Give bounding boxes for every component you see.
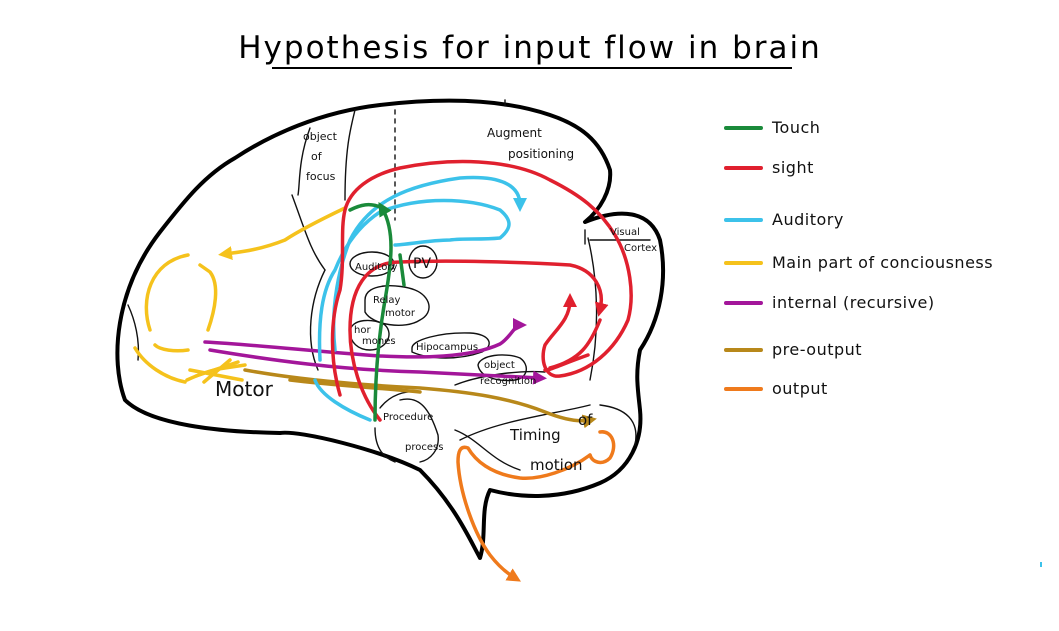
label-object-of-focus: object of focus	[303, 130, 340, 183]
legend-label: pre-output	[772, 340, 862, 359]
legend-item-sight: sight	[724, 158, 814, 177]
legend-label: Touch	[771, 118, 820, 137]
legend-label: Auditory	[772, 210, 844, 229]
path-auditory	[313, 175, 527, 422]
path-main-consciousness	[133, 206, 347, 384]
legend-item-touch: Touch	[724, 118, 820, 137]
label-object-recognition: object recognition	[480, 360, 536, 387]
label-pv: PV	[413, 256, 431, 272]
brain-outline	[115, 98, 666, 560]
region-labels: object of focus Augment positioning Visu…	[215, 126, 657, 474]
diagram-title: Hypothesis for input flow in brain	[238, 30, 822, 66]
legend-item-pre-output: pre-output	[724, 340, 862, 359]
legend-label: output	[772, 379, 828, 398]
legend-label: internal (recursive)	[772, 293, 935, 312]
label-hormones: hor mones	[354, 325, 396, 347]
path-touch	[348, 201, 406, 422]
label-relay-motor: Relay motor	[373, 295, 416, 319]
legend-item-auditory: Auditory	[724, 210, 844, 229]
label-motor: Motor	[215, 377, 274, 401]
legend-item-output: output	[724, 379, 828, 398]
label-visual-cortex: Visual Cortex	[610, 227, 657, 254]
legend-label: Main part of conciousness	[772, 253, 993, 272]
label-procedure-process: Procedure process	[383, 412, 443, 453]
path-output	[456, 430, 616, 582]
label-hippocampus: Hipocampus	[416, 342, 478, 353]
label-augment-positioning: Augment positioning	[487, 126, 574, 161]
label-timing-of-motion: Timing of motion	[509, 411, 597, 474]
legend-item-main: Main part of conciousness	[724, 253, 993, 272]
path-internal	[203, 318, 547, 385]
label-auditory-region: Auditory	[355, 262, 397, 273]
legend-label: sight	[772, 158, 814, 177]
legend-item-internal: internal (recursive)	[724, 293, 935, 312]
